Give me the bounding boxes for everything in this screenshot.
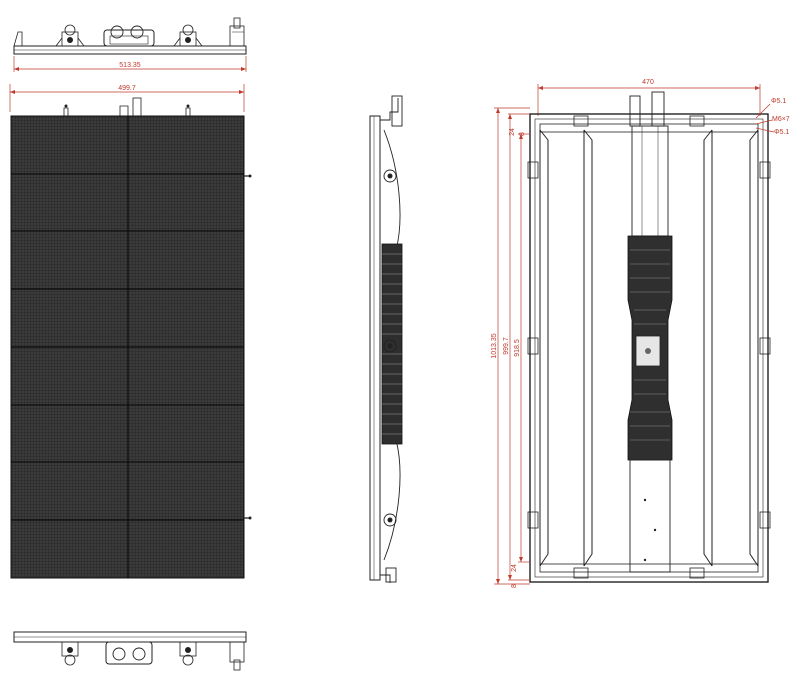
hole-callouts: Φ5.1 M6×7 Φ5.1 — [755, 98, 790, 136]
side-view — [369, 95, 403, 583]
side-cable-bundle — [381, 243, 403, 445]
dimension-label: 499.7 — [118, 85, 136, 92]
top-clamp-right-icon — [173, 24, 203, 47]
rear-view: 470 — [491, 79, 790, 588]
side-clamp-bottom-icon — [383, 513, 397, 527]
bottom-latch-icon — [229, 641, 245, 671]
top-clamp-left-icon — [55, 24, 85, 47]
dimension-rear-total-height: 1013.35 — [491, 107, 530, 585]
dimension-rear-inner-height: 918.5 — [514, 133, 530, 563]
bottom-clamp-left-icon — [61, 641, 79, 666]
dimension-front-width: 499.7 — [9, 84, 245, 112]
callout-hole-top: Φ5.1 — [771, 98, 786, 105]
dimension-rear-width: 470 — [537, 79, 761, 116]
rear-bracket-icons — [527, 115, 771, 579]
bottom-handle-icon — [105, 641, 153, 665]
dimension-label: 999.7 — [503, 337, 510, 355]
rear-power-column — [627, 91, 673, 573]
callout-thread: M6×7 — [772, 116, 790, 123]
top-view: 513.35 — [13, 17, 247, 72]
front-view: 499.7 — [9, 84, 252, 579]
callout-hole-bottom: Φ5.1 — [774, 129, 789, 136]
side-clamp-mid-icon — [383, 339, 397, 353]
bottom-clamp-right-icon — [179, 641, 197, 666]
side-clamp-top-icon — [383, 169, 397, 183]
top-handle-icon — [103, 25, 155, 47]
dimension-top-width: 513.35 — [13, 56, 247, 72]
dimension-label: 918.5 — [514, 339, 521, 357]
bottom-view — [13, 631, 247, 671]
dimension-rear-height: 999.7 — [503, 113, 530, 581]
dimension-label: 24 — [509, 128, 516, 136]
dimension-label: 470 — [642, 79, 654, 86]
dimension-label: 1013.35 — [491, 333, 498, 358]
dimension-label: 24 — [511, 564, 518, 572]
dimension-label: 8 — [519, 132, 526, 136]
dimension-label: 513.35 — [119, 62, 141, 69]
dimension-label: 8 — [511, 584, 518, 588]
top-latch-icon — [229, 17, 245, 47]
